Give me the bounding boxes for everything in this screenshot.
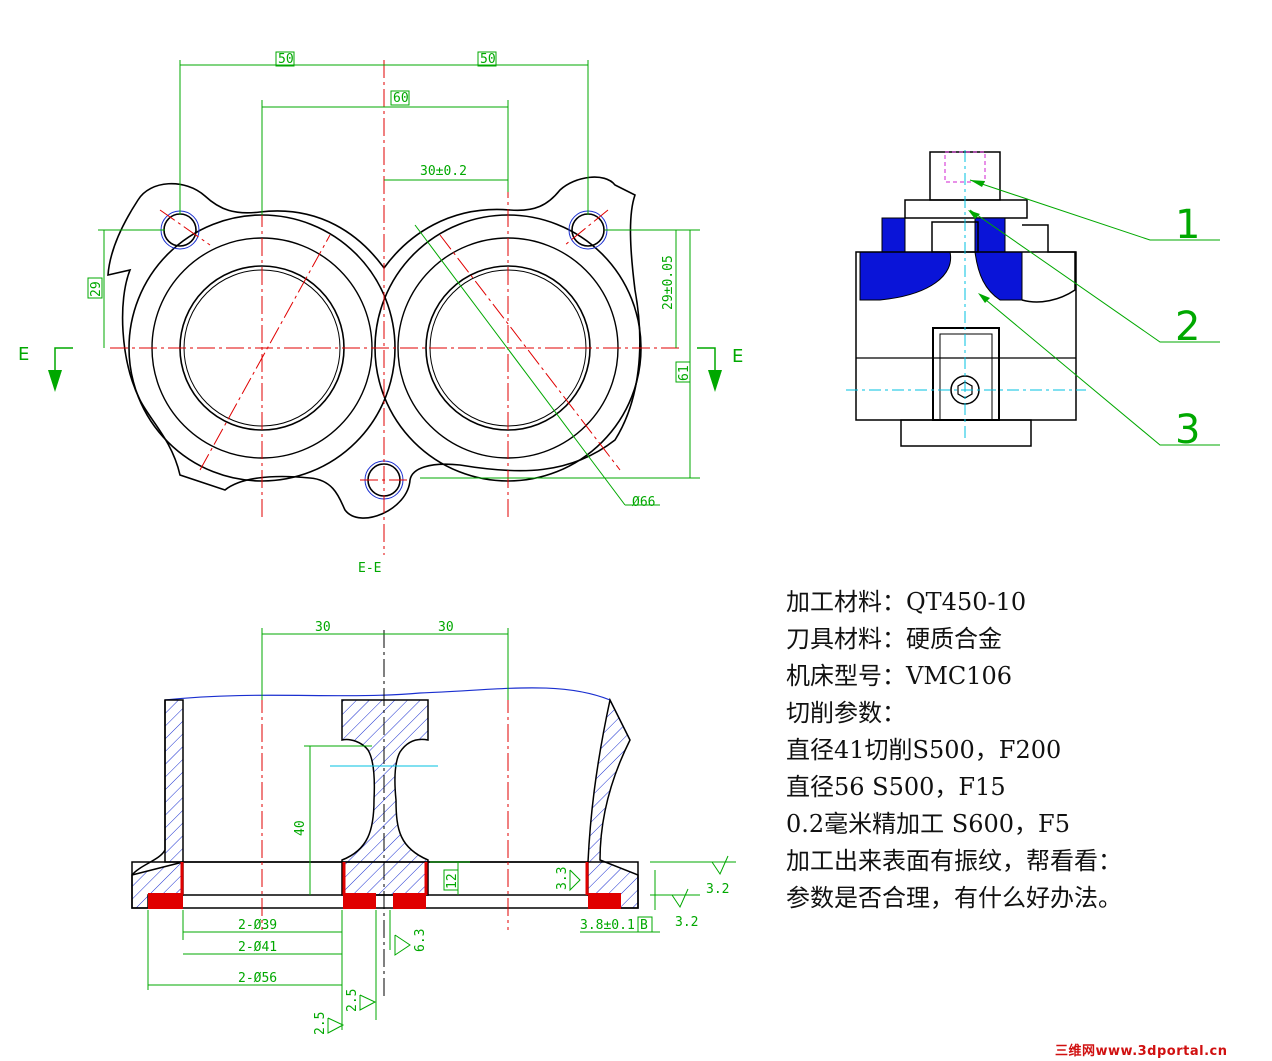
section-dimension-lines [147,628,736,1030]
note-problem: 加工出来表面有振纹，帮看看： [786,847,1122,875]
top-dimension-lines [98,60,700,506]
dim-2-41: 2-Ø41 [238,940,277,955]
bolt-hole-left [163,213,197,247]
section-title: E-E [358,561,381,576]
section-centerlines [261,695,509,930]
datum-b: B [640,918,648,933]
dim-30-tol: 30±0.2 [420,164,467,179]
clamp-left [859,217,952,301]
dim-29: 29 [89,281,104,297]
dim-29-tol: 29±0.05 [661,255,676,310]
roughness-2-5-b: 2.5 [313,1012,328,1035]
section-marker-right: E [697,346,743,392]
note-material: 加工材料：QT450-10 [786,588,1027,616]
dim-40: 40 [293,820,308,836]
note-params-title: 切削参数： [786,699,906,727]
callout-3: 3 [1175,407,1200,453]
top-centerlines [110,60,680,555]
callout-2: 2 [1175,304,1200,350]
dim-2-56: 2-Ø56 [238,971,277,986]
note-param-finish: 0.2毫米精加工 S600，F5 [786,810,1070,838]
note-tool: 刀具材料：硬质合金 [786,625,1002,653]
section-view: 30 30 40 12 2-Ø39 2-Ø41 2-Ø56 3.8±0.1 B … [131,620,736,1035]
dim-2-39: 2-Ø39 [238,918,277,933]
dim-61: 61 [677,365,692,381]
roughness-3-2-b: 3.2 [675,915,698,930]
callout-1: 1 [1175,202,1200,248]
clamp-plate [904,199,1028,219]
machining-notes: 加工材料：QT450-10 刀具材料：硬质合金 机床型号：VMC106 切削参数… [786,584,1122,917]
dim-66: Ø66 [632,495,655,510]
center-web [341,699,429,896]
top-view: 50 50 60 30±0.2 29 29±0.05 61 Ø66 E E E-… [18,51,743,576]
flange-outline [107,176,641,519]
side-view: 1 2 3 [846,150,1220,453]
dim-12: 12 [445,873,460,889]
watermark: 三维网www.3dportal.cn [1055,1044,1228,1059]
callout-leaders [969,179,1220,446]
fixture-base [900,419,1032,447]
right-wall [587,697,639,909]
section-marker-left: E [18,344,73,392]
roughness-symbols [327,855,729,1034]
roughness-3-3: 3.3 [555,867,570,890]
note-question: 参数是否合理，有什么好办法。 [786,884,1122,912]
machined-zone-1 [148,893,183,909]
clamp-post [932,327,1000,421]
dim-30-right: 30 [438,620,454,635]
dim-3-8: 3.8±0.1 [580,918,635,933]
machined-zone-3 [393,893,426,909]
left-wall [131,699,184,909]
roughness-3-2-a: 3.2 [706,882,729,897]
svg-text:E: E [18,344,29,365]
machined-zone-2 [343,893,376,909]
machined-zone-4 [588,893,621,909]
roughness-2-5-a: 2.5 [345,989,360,1012]
dim-50-right: 50 [480,52,496,67]
note-param-41: 直径41切削S500，F200 [786,736,1062,764]
roughness-6-3: 6.3 [413,929,428,952]
break-line [164,687,631,741]
note-param-56: 直径56 S500，F15 [786,773,1006,801]
top-dimension-labels: 50 50 60 30±0.2 29 29±0.05 61 Ø66 [87,51,692,510]
svg-text:E: E [732,346,743,367]
dim-50-left: 50 [278,52,294,67]
dim-60: 60 [393,91,409,106]
section-dimension-labels: 30 30 40 12 2-Ø39 2-Ø41 2-Ø56 3.8±0.1 B … [238,620,729,1035]
dim-30-left: 30 [315,620,331,635]
note-machine: 机床型号：VMC106 [786,662,1013,690]
